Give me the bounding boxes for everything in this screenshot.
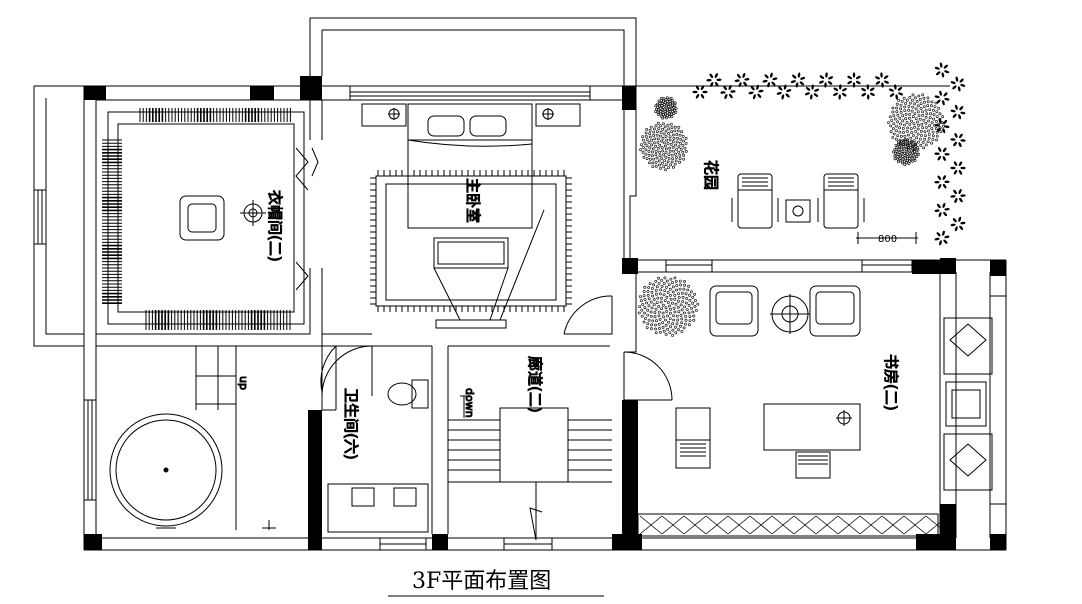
hanger-rail-left (102, 139, 122, 305)
room-label-garden: 花园 (702, 160, 720, 190)
hanger-rail-top (139, 108, 291, 122)
shrubs (637, 93, 945, 337)
drawing-title: 3F平面布置图 (412, 569, 551, 594)
bathroom-six (320, 345, 610, 550)
room-label-study: 书房(二) (882, 354, 900, 411)
master-bedroom (321, 86, 613, 397)
room-label-bathroom: 卫生间(六) (342, 388, 360, 460)
stair-label-down: down (463, 388, 476, 418)
bookshelf-lattice (639, 515, 949, 535)
garden (623, 85, 950, 258)
staircase (448, 395, 612, 550)
armchair-icon (179, 195, 225, 241)
stair-treads (448, 419, 612, 471)
bathtub-area (84, 346, 276, 530)
room-label-master-bedroom: 主卧室 (464, 178, 482, 223)
stair-label-up: up (237, 376, 250, 390)
rug-fringe (370, 170, 572, 312)
side-table-icon (240, 200, 266, 226)
exterior-walls (33, 85, 1007, 551)
study-room (623, 260, 1006, 537)
hanger-rail-bottom (145, 310, 291, 330)
vine-planting (692, 62, 966, 246)
wall-columns (84, 76, 1006, 550)
balcony (309, 17, 637, 100)
room-label-closet: 衣帽间(二) (266, 190, 284, 262)
dimension-label: 800 (878, 234, 897, 245)
room-label-corridor: 廊道(二) (526, 356, 544, 413)
